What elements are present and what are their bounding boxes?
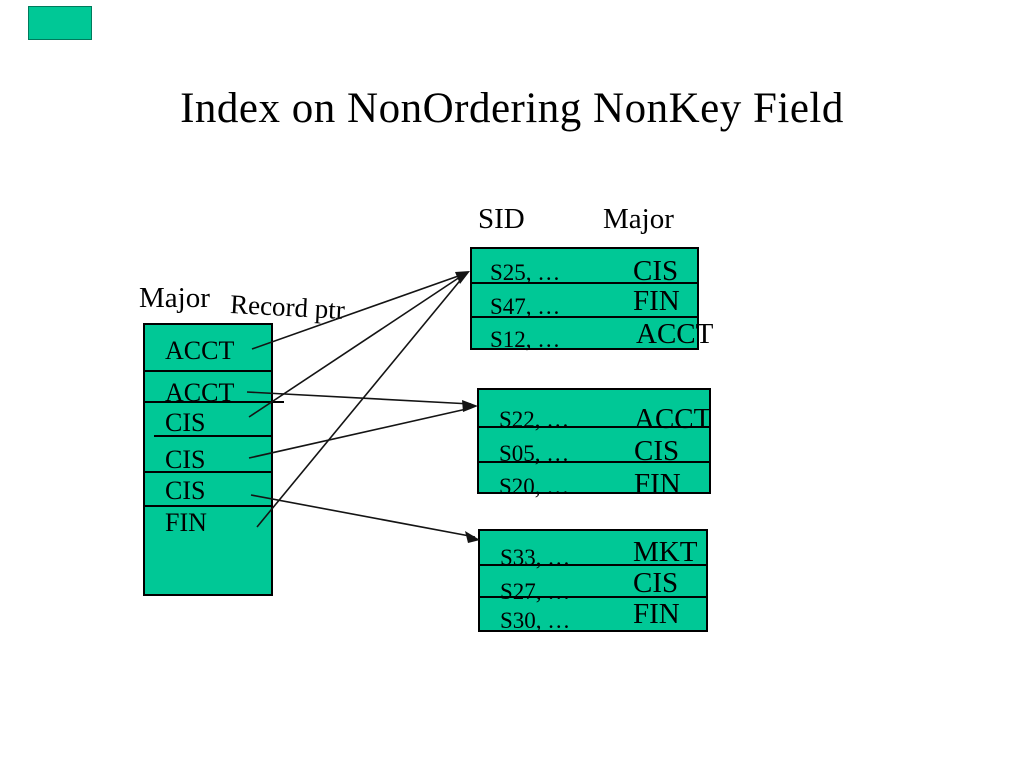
- data-block-divider: [480, 596, 706, 598]
- arrowhead-block1: [455, 271, 470, 284]
- index-table-divider: [145, 401, 284, 403]
- record-major: ACCT: [636, 318, 714, 350]
- decorative-green-rectangle: [28, 6, 92, 40]
- pointer-line-cis2-block2: [248, 407, 472, 459]
- record-major: CIS: [633, 567, 679, 599]
- index-table-divider: [154, 435, 271, 437]
- record-sid: S27, …: [500, 579, 571, 604]
- record-sid: S47, …: [490, 294, 561, 319]
- index-table-divider: [145, 471, 271, 473]
- index-entry: ACCT: [165, 336, 235, 365]
- record-major: ACCT: [634, 403, 712, 435]
- record-major: FIN: [633, 285, 680, 317]
- record-sid: S20, …: [499, 474, 570, 499]
- record-major: CIS: [633, 255, 679, 287]
- data-block-3: S33, … MKT S27, … CIS S30, … FIN: [478, 529, 708, 632]
- record-major: FIN: [633, 598, 680, 630]
- record-sid: S22, …: [499, 407, 570, 432]
- slide-title: Index on NonOrdering NonKey Field: [180, 85, 844, 132]
- index-table-divider: [145, 370, 271, 372]
- record-sid: S25, …: [490, 260, 561, 285]
- record-major: MKT: [633, 536, 698, 568]
- record-sid: S12, …: [490, 327, 561, 352]
- data-block-divider: [479, 461, 709, 463]
- record-sid: S33, …: [500, 545, 571, 570]
- data-block-divider: [479, 426, 709, 428]
- data-block-divider: [472, 316, 697, 318]
- data-block-divider: [472, 282, 697, 284]
- index-entry: ACCT: [165, 378, 235, 407]
- data-block-divider: [480, 564, 706, 566]
- index-table-divider: [145, 505, 271, 507]
- index-column-label-major: Major: [139, 282, 210, 314]
- index-column-label-record-ptr: Record ptr: [229, 289, 346, 325]
- index-table: ACCT ACCT CIS CIS CIS FIN: [143, 323, 284, 596]
- record-sid: S05, …: [499, 441, 570, 466]
- data-block-2: S22, … ACCT S05, … CIS S20, … FIN: [477, 388, 712, 499]
- record-sid: S30, …: [500, 608, 571, 633]
- index-entry: CIS: [165, 476, 206, 505]
- index-entry: CIS: [165, 445, 206, 474]
- data-file-header-sid: SID: [478, 203, 525, 235]
- arrowhead-block2: [462, 400, 478, 412]
- data-block-1: S25, … CIS S47, … FIN S12, … ACCT: [470, 247, 713, 352]
- index-entry: CIS: [165, 408, 206, 437]
- record-major: FIN: [634, 468, 681, 500]
- pointer-line-cis3-block3: [250, 494, 476, 538]
- index-entry: FIN: [165, 508, 207, 537]
- record-major: CIS: [634, 435, 680, 467]
- data-file-header-major: Major: [603, 203, 674, 235]
